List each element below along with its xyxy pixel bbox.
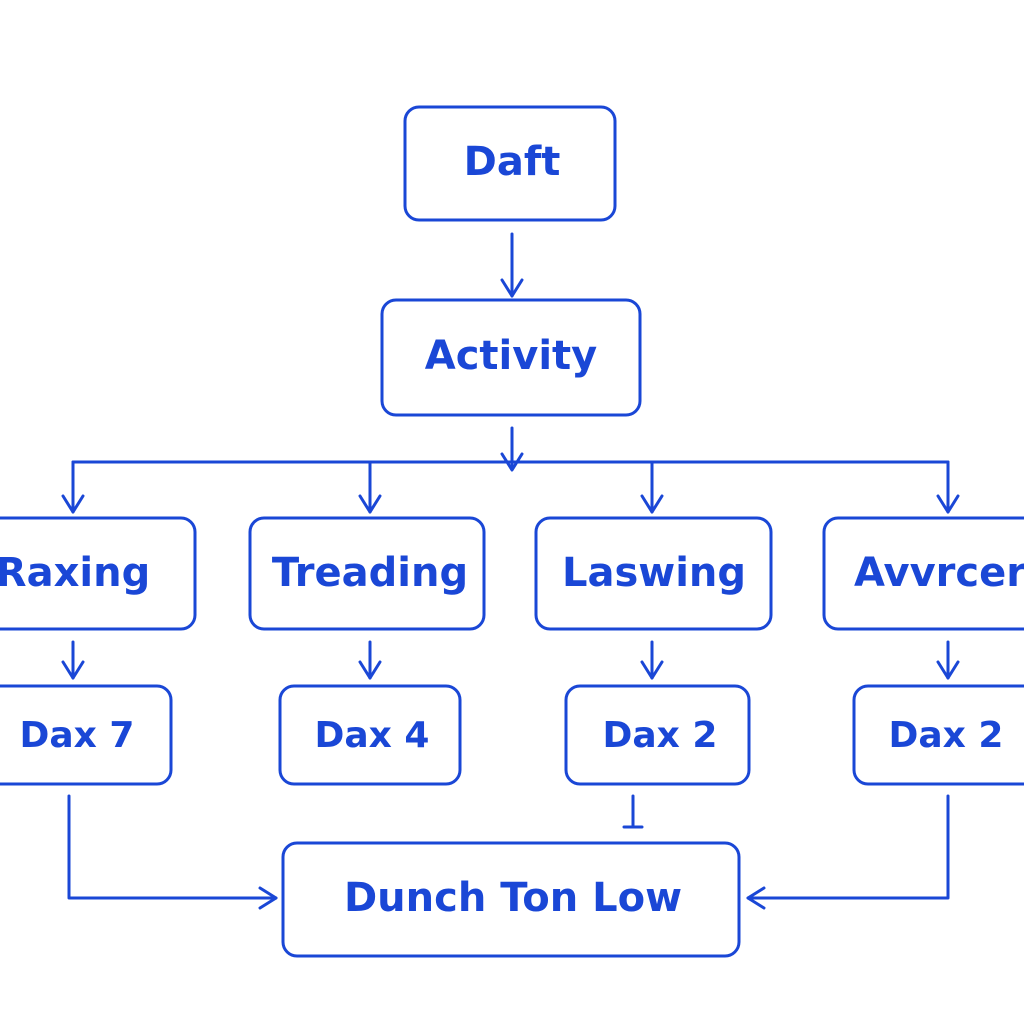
node-branch-3[interactable]: Laswing: [534, 516, 773, 631]
arrowhead-sub4-final: [746, 886, 766, 910]
node-final-box: [281, 841, 741, 958]
node-branch-3-sub[interactable]: Dax 2: [564, 684, 751, 786]
arrowhead-bus-branch-1: [61, 494, 85, 514]
node-branch-4[interactable]: Avvrcer: [822, 516, 1024, 631]
arrowhead-draft-activity: [500, 278, 524, 298]
connectors: [61, 232, 960, 910]
node-branch-2-box: [248, 516, 486, 631]
node-branch-1-sub-box: [0, 684, 173, 786]
arrowhead-bus-branch-3: [640, 494, 664, 514]
node-branch-4-box: [822, 516, 1024, 631]
arrowhead-branch-sub-3: [640, 660, 664, 680]
node-branch-3-sub-label: Dax 2: [603, 715, 718, 756]
node-activity[interactable]: Activity: [380, 298, 642, 417]
node-branch-4-label: Avvrcer: [854, 550, 1024, 596]
node-branch-3-sub-box: [564, 684, 751, 786]
arrowhead-bus-branch-2: [358, 494, 382, 514]
node-activity-label: Activity: [425, 333, 597, 379]
node-branch-4-sub-label: Dax 2: [889, 715, 1004, 756]
node-branch-2-sub-box: [278, 684, 462, 786]
node-draft-box: [403, 105, 617, 222]
node-branch-4-sub[interactable]: Dax 2: [852, 684, 1024, 786]
node-branch-2[interactable]: Treading: [248, 516, 486, 631]
node-branch-3-box: [534, 516, 773, 631]
connector-sub4-final: [746, 794, 950, 900]
node-branch-3-label: Laswing: [562, 550, 746, 596]
arrowhead-branch-sub-2: [358, 660, 382, 680]
node-branch-1-sub[interactable]: Dax 7: [0, 684, 173, 786]
arrowhead-branch-sub-1: [61, 660, 85, 680]
node-draft[interactable]: Daft: [403, 105, 617, 222]
node-branch-2-sub-label: Dax 4: [315, 715, 430, 756]
node-branch-2-label: Treading: [272, 550, 468, 596]
arrowhead-activity-bus: [500, 452, 524, 472]
node-branch-1-label: Raxing: [0, 550, 150, 596]
node-branch-1-box: [0, 516, 197, 631]
connector-sub1-final: [67, 794, 278, 900]
node-branch-1-sub-label: Dax 7: [20, 715, 135, 756]
node-final[interactable]: Dunch Ton Low: [281, 841, 741, 958]
arrowhead-bus-branch-4: [936, 494, 960, 514]
node-activity-box: [380, 298, 642, 417]
node-branch-2-sub[interactable]: Dax 4: [278, 684, 462, 786]
node-draft-label: Daft: [464, 139, 561, 185]
node-branch-1[interactable]: Raxing: [0, 516, 197, 631]
arrowhead-sub1-final: [258, 886, 278, 910]
arrowhead-branch-sub-4: [936, 660, 960, 680]
node-final-label: Dunch Ton Low: [344, 875, 682, 921]
node-branch-4-sub-box: [852, 684, 1024, 786]
